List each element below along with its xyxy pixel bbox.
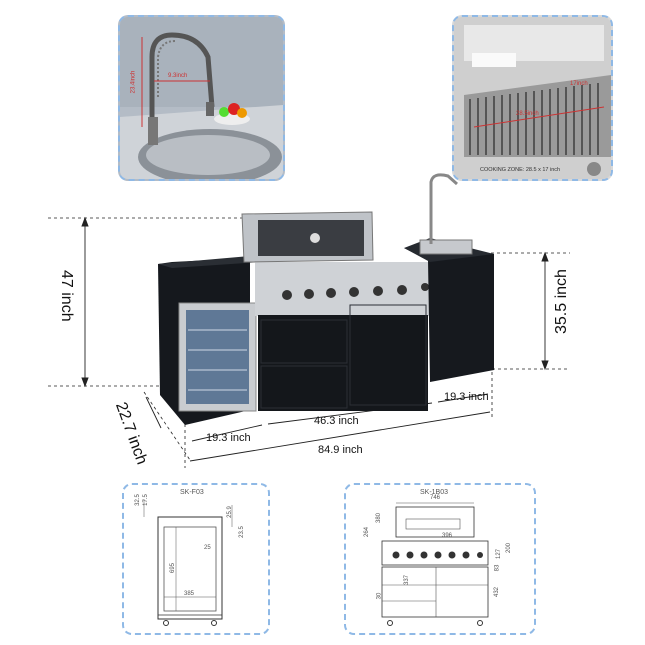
grill-dim-6: 127 [496,548,503,560]
fridge-model-label: SK-F03 [180,489,204,496]
grill-dim-8: 337 [404,574,411,586]
faucet-reach-label: 9.3inch [168,73,188,79]
cooking-grate-inset: 28.5inch 17inch COOKING ZONE: 28.5 x 17 … [452,15,613,181]
total-width-label: 84.9 inch [318,444,363,456]
grate-width-label: 28.5inch [516,111,539,117]
fridge-technical-drawing: SK-F03 32.5 17.5 25.9 23.5 25 695 385 [122,483,270,635]
grate-caption: COOKING ZONE: 28.5 x 17 inch [480,167,561,173]
grill-dim-9: 432 [494,586,501,598]
grill-width-label: 46.3 inch [314,415,359,427]
fridge-dim-6: 695 [170,562,177,574]
fridge-drawing-lines [143,499,233,626]
fridge-dim-3: 25.9 [226,506,233,518]
grill-dim-1: 746 [430,495,441,501]
fridge-dim-5: 25 [204,545,211,551]
grill-dim-10: 30 [376,592,383,600]
grill-drawing-lines [381,502,489,626]
faucet-photo [120,17,283,179]
grill-model-label: SK-1B03 [420,489,449,496]
faucet-photo-inset: 23.4inch 9.3inch [118,15,285,181]
grill-technical-drawing: SK-1B03 746 396 264 380 200 127 83 337 4… [344,483,536,635]
fridge-dim-2: 17.5 [142,494,149,506]
grill-dim-4: 380 [376,512,383,524]
fridge-dim-4: 23.5 [238,526,245,538]
cooking-grate-photo [454,17,611,179]
grill-dim-3: 264 [364,526,371,538]
grill-dim-2: 396 [442,533,453,539]
total-height-label: 47 inch [58,270,75,322]
fridge-width-label: 19.3 inch [206,432,251,444]
counter-height-label: 35.5 inch [553,269,570,334]
sink-width-label: 19.3 inch [444,391,489,403]
grate-depth-label: 17inch [570,81,588,87]
fridge-dim-7: 385 [184,591,195,597]
fridge-dim-1: 32.5 [134,494,141,506]
grill-dim-5: 200 [506,542,513,554]
grill-dim-7: 83 [494,564,501,572]
